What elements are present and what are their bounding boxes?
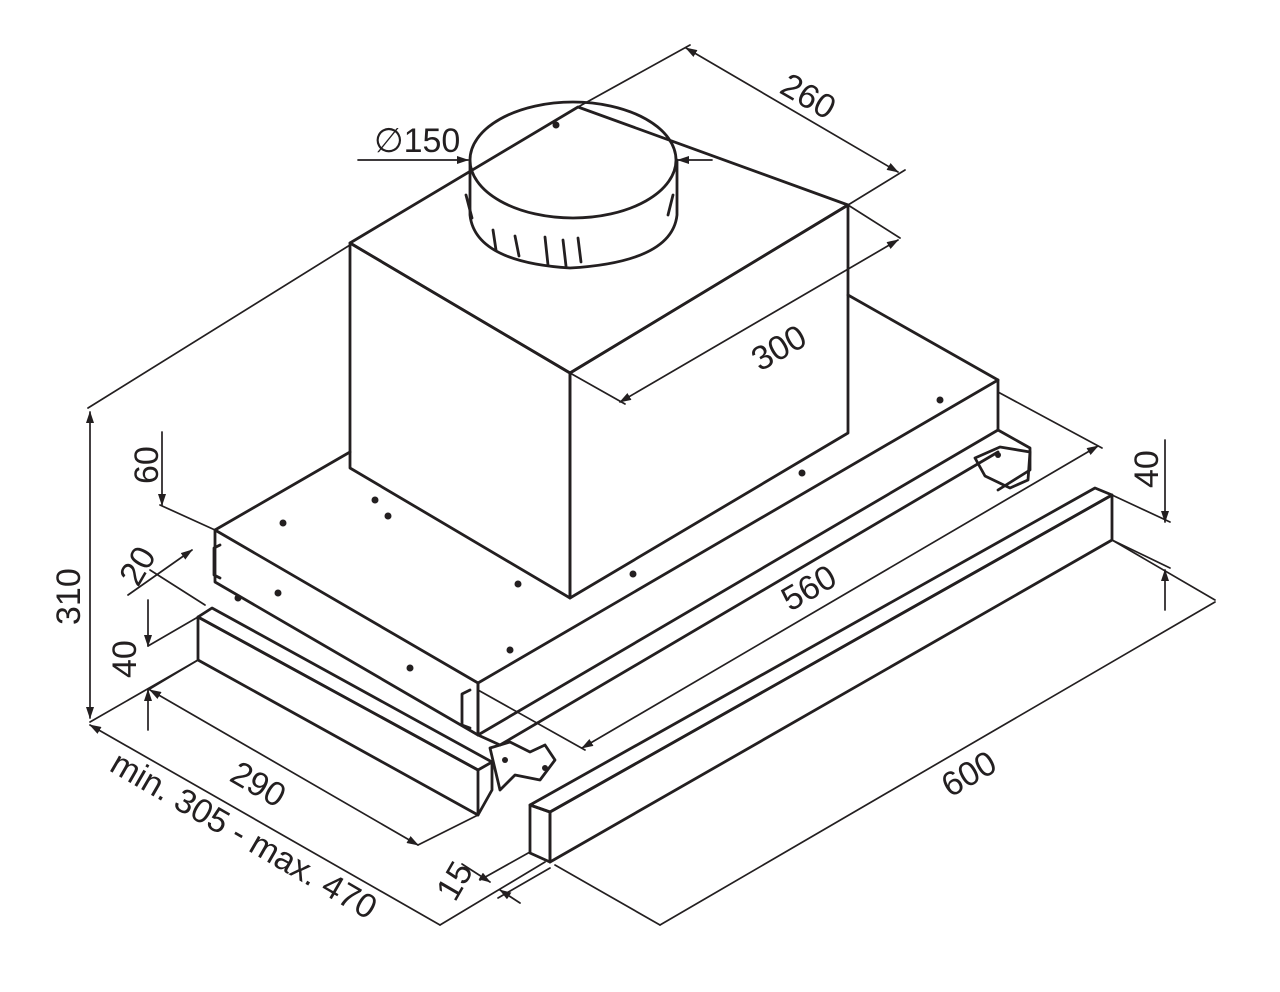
dim-top-plate-height: 60 (128, 446, 166, 484)
dim-front-height: 40 (1128, 450, 1166, 488)
dimension-lines (86, 44, 1216, 926)
dim-overall-height: 310 (50, 568, 88, 625)
dim-slider-gap: 20 (112, 540, 164, 592)
dim-motor-width: 300 (745, 318, 813, 379)
dimension-labels: ∅150 260 300 310 60 20 40 290 min. 305 -… (50, 66, 1166, 927)
dim-duct-diameter: ∅150 (374, 122, 460, 160)
front-slider (488, 445, 1114, 864)
dim-slider-height: 40 (106, 640, 144, 678)
dim-front-setback: 15 (429, 855, 481, 907)
dim-motor-depth: 260 (774, 66, 842, 127)
dim-body-depth: 290 (224, 754, 292, 815)
duct-collar (464, 100, 679, 270)
dim-overall-width: 600 (935, 744, 1003, 805)
dim-inner-width: 560 (775, 558, 843, 619)
